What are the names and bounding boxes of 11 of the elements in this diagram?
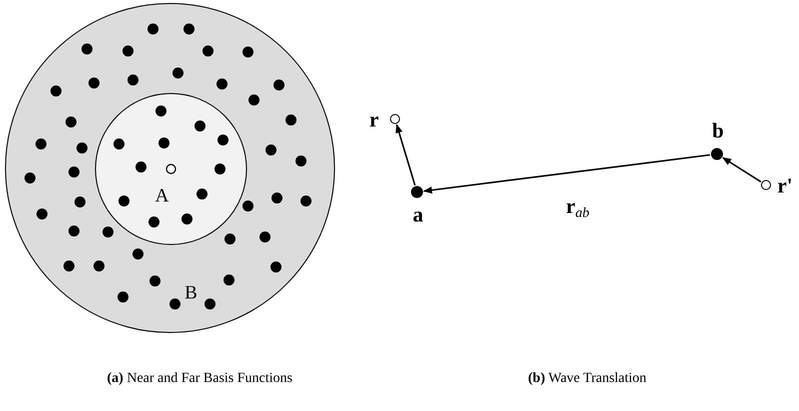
- point-label: r': [777, 176, 793, 196]
- point-label: B: [184, 284, 198, 302]
- arrow: [722, 157, 762, 182]
- caption: (a) Near and Far Basis Functions: [107, 372, 292, 386]
- point-label: b: [712, 120, 724, 142]
- point-label: A: [155, 186, 169, 206]
- point-label: a: [412, 204, 424, 226]
- arrow: [423, 154, 710, 194]
- arrow: [396, 124, 416, 186]
- point-label: r: [369, 110, 379, 130]
- caption: (b) Wave Translation: [528, 372, 646, 386]
